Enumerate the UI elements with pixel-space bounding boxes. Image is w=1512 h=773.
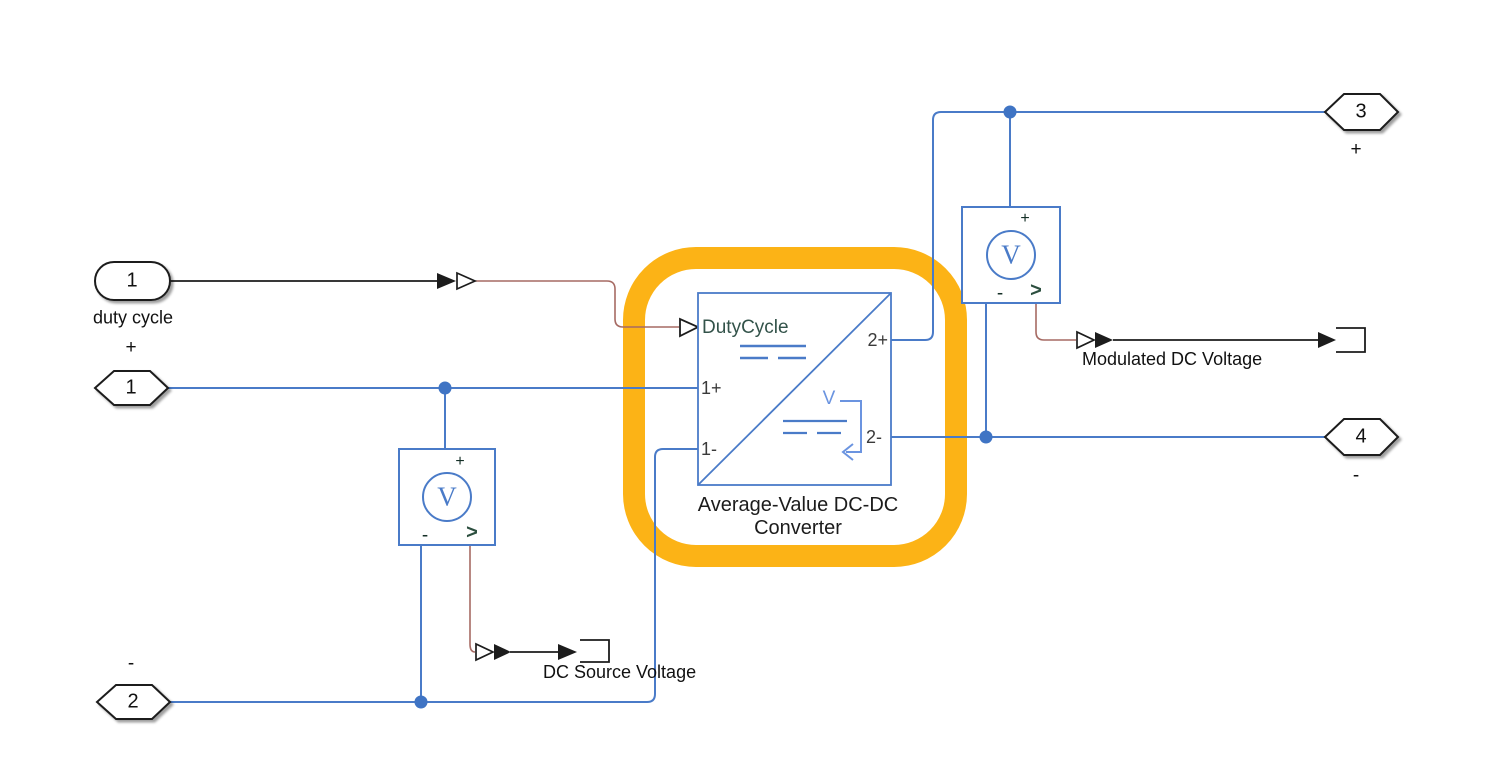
ps-simulink-converter-icon-left[interactable]: [475, 642, 511, 662]
filled-arrow-icon: [494, 644, 511, 660]
voltage-loop-icon: [840, 400, 862, 461]
voltage-sensor-left[interactable]: [398, 448, 496, 546]
conserving-port-4[interactable]: [1323, 418, 1400, 456]
port4-number: 4: [1355, 425, 1367, 448]
open-arrow-icon: [456, 271, 478, 291]
terminator-modulated[interactable]: [1318, 327, 1366, 353]
port1-number: 1: [125, 376, 137, 399]
voltmeter-circle-icon: [986, 230, 1036, 280]
conserving-port-3[interactable]: [1323, 93, 1400, 131]
bracket-icon: [1336, 327, 1366, 353]
filled-arrow-icon: [1318, 332, 1336, 348]
conserving-port-1[interactable]: [93, 370, 170, 406]
dc-symbol-output: [783, 419, 847, 435]
converter-name-line1: Average-Value DC-DC: [697, 494, 899, 516]
wire-junctions: [414, 105, 1017, 709]
wire-port2-to-1minus[interactable]: [170, 448, 698, 703]
port4-sign: -: [1352, 465, 1360, 486]
voltmeter-circle-icon: [422, 472, 472, 522]
wire-left-sensor-minus[interactable]: [420, 521, 448, 700]
right-sensor-v-symbol: V: [1001, 239, 1021, 270]
left-sensor-minus: -: [421, 525, 429, 546]
filled-arrow-icon: [1095, 332, 1113, 348]
converter-port-1plus-label: 1+: [701, 378, 722, 398]
port1-sign: +: [125, 337, 137, 358]
dc-source-voltage-label: DC Source Voltage: [543, 662, 697, 682]
signal-left-sensor-out[interactable]: [469, 545, 476, 653]
dc-symbol-input: [740, 344, 806, 360]
right-sensor-minus: -: [996, 283, 1004, 304]
junction-dot: [979, 430, 993, 444]
highlight-ring: [623, 247, 967, 567]
left-sensor-plus: +: [455, 453, 465, 470]
conserving-port-2[interactable]: [95, 684, 172, 720]
ps-simulink-converter-icon-right[interactable]: [1076, 330, 1113, 350]
junction-dot: [438, 381, 452, 395]
signal-right-sensor-out[interactable]: [1035, 303, 1076, 341]
converter-name-line2: Converter: [754, 517, 842, 539]
converter-port-2plus-label: 2+: [867, 330, 888, 350]
converter-duty-port-label: DutyCycle: [702, 317, 789, 338]
open-arrow-icon: [1076, 330, 1096, 350]
port3-number: 3: [1355, 100, 1367, 123]
simulink-ps-converter-icon[interactable]: [437, 271, 478, 291]
signal-duty-to-converter[interactable]: [473, 280, 679, 328]
physical-signal-lines[interactable]: [469, 280, 1076, 653]
bracket-icon: [580, 639, 610, 663]
terminator-dc-source[interactable]: [558, 639, 610, 663]
converter-block[interactable]: [697, 292, 892, 486]
diagonal-divider: [697, 292, 892, 486]
voltage-sensor-right[interactable]: [961, 206, 1061, 304]
junction-dot: [414, 695, 428, 709]
converter-inner-v-symbol: V: [822, 388, 836, 409]
inport-block[interactable]: [94, 261, 171, 301]
duty-input-port-arrow-icon: [679, 317, 701, 338]
inport-label: duty cycle: [92, 307, 174, 328]
filled-arrow-icon: [558, 644, 577, 660]
modulated-dc-voltage-label: Modulated DC Voltage: [1082, 349, 1263, 369]
converter-port-2minus-label: 2-: [866, 427, 883, 447]
wire-2plus-to-port3[interactable]: [891, 111, 1325, 341]
converter-port-1minus-label: 1-: [701, 439, 718, 459]
left-sensor-v-symbol: V: [437, 481, 457, 512]
simulink-signal-lines[interactable]: [170, 280, 1318, 653]
left-sensor-output-mark: >: [466, 521, 478, 544]
right-sensor-output-mark: >: [1030, 279, 1042, 302]
filled-arrow-icon: [437, 273, 456, 289]
physical-wires[interactable]: [168, 111, 1325, 703]
port2-sign: -: [127, 653, 135, 674]
port3-sign: +: [1350, 139, 1362, 160]
open-arrow-icon: [475, 642, 495, 662]
inport-number: 1: [126, 269, 138, 292]
junction-dot: [1003, 105, 1017, 119]
port2-number: 2: [127, 690, 139, 713]
right-sensor-plus: +: [1020, 210, 1030, 227]
